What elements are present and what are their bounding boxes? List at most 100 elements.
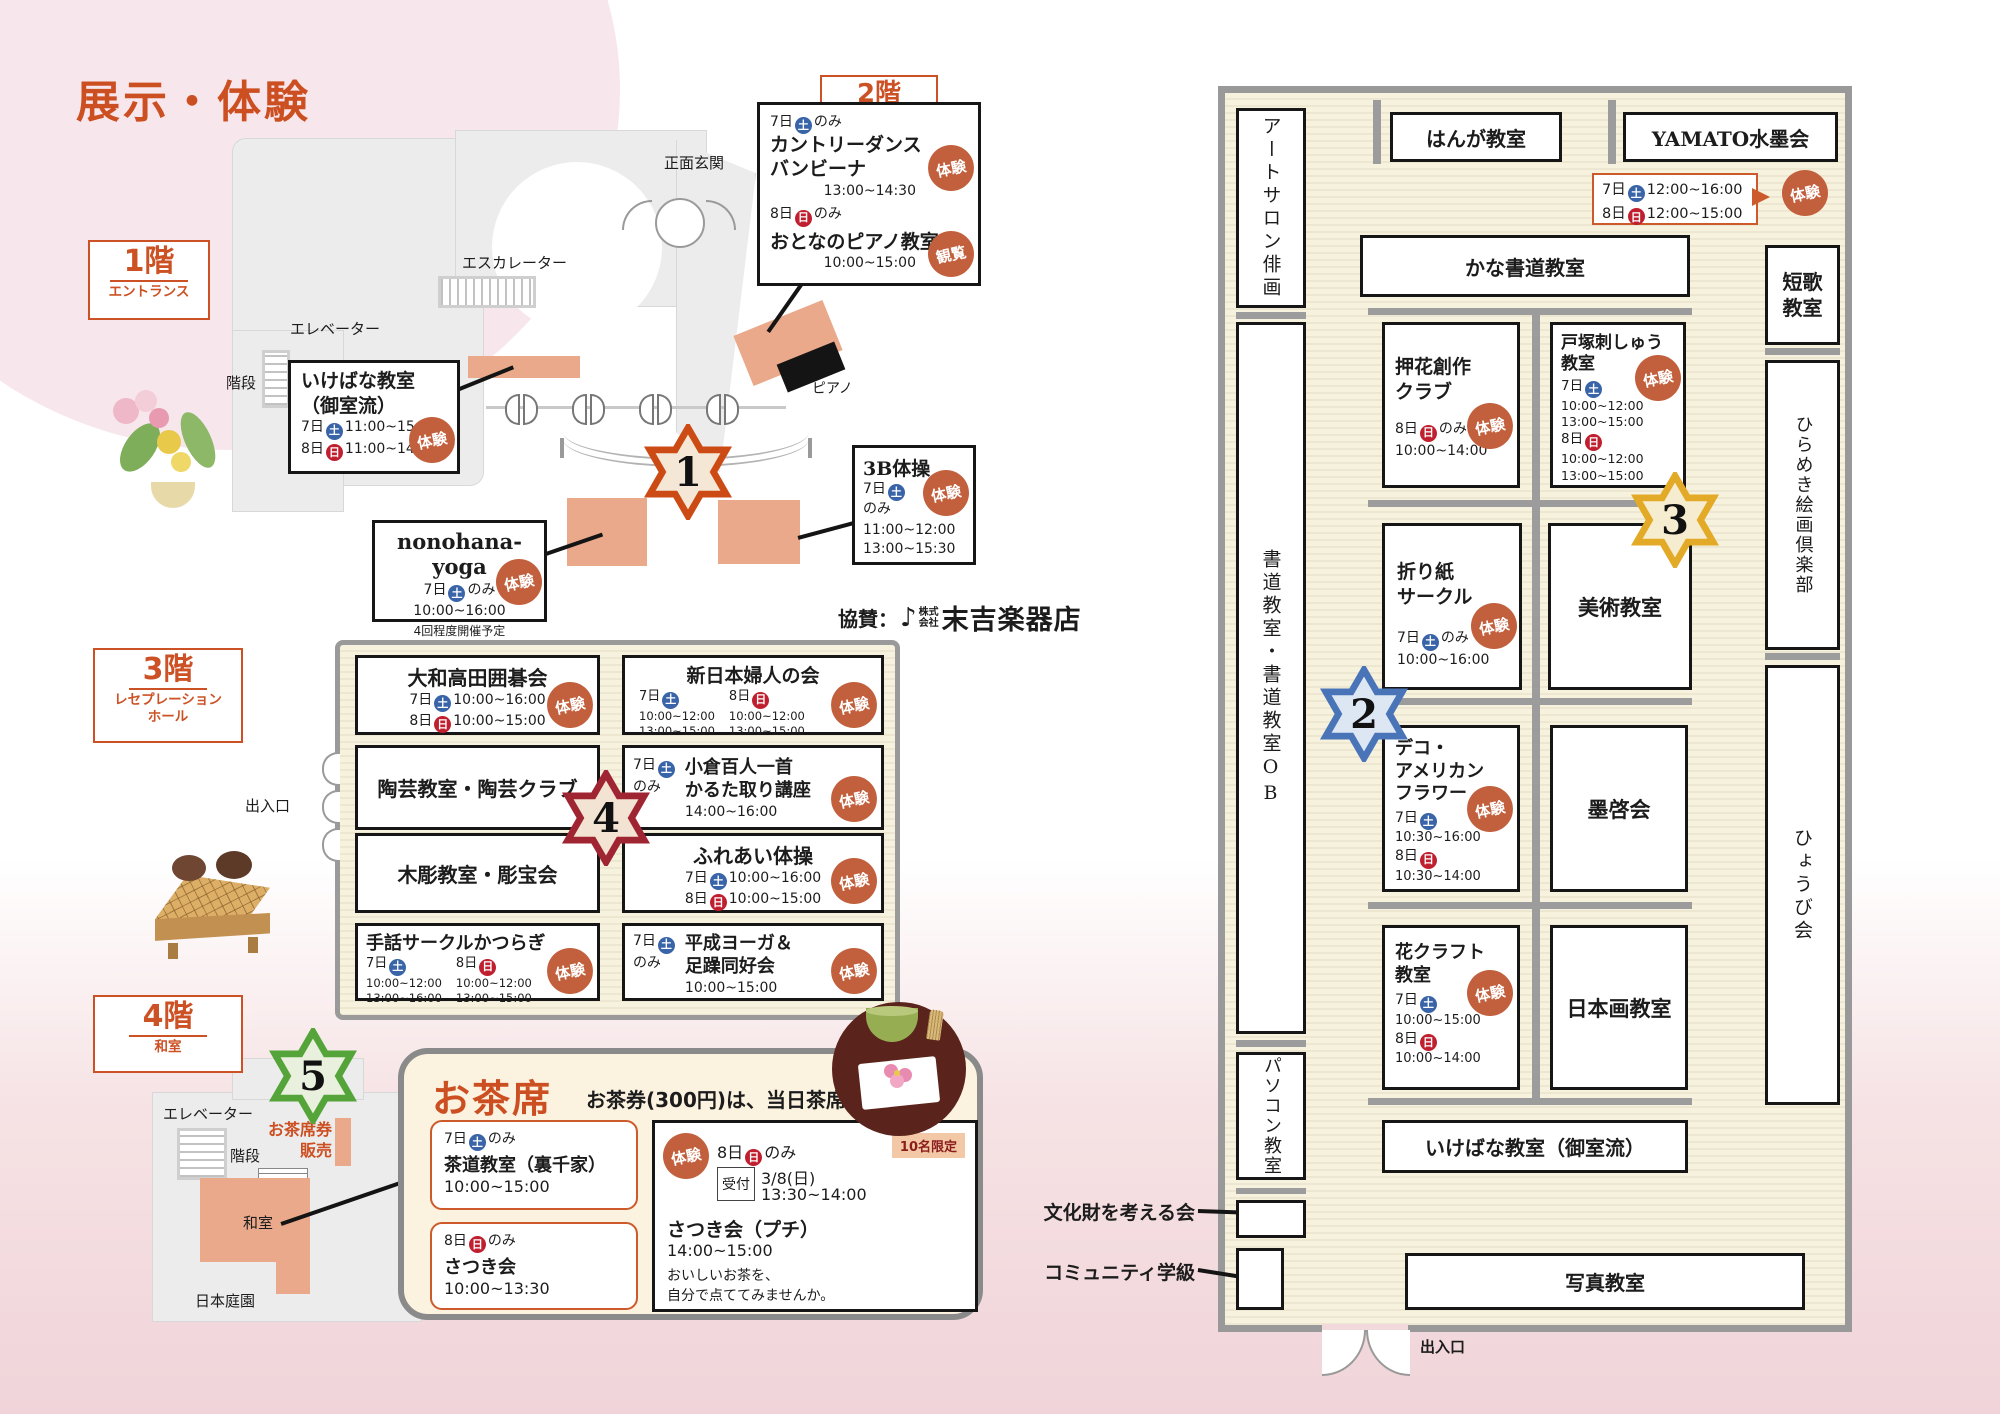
ikebana-location — [468, 356, 580, 378]
pointer-line — [797, 521, 854, 540]
saturday-chip: 土 — [325, 422, 343, 440]
stairs-label: 階段 — [226, 374, 257, 392]
tanka-room: 短歌教室 — [1765, 245, 1840, 345]
stairs-icon — [262, 350, 290, 408]
floor-1-name: エントランス — [108, 284, 190, 300]
washitsu-room — [276, 1260, 310, 1294]
page-title: 展示・体験 — [76, 77, 311, 128]
saturday-chip: 土 — [794, 117, 812, 135]
washitsu-label: 和室 — [243, 1214, 274, 1232]
floor-4-number: 4階 — [128, 997, 208, 1037]
art-salon-haiga-room: アートサロン俳画 — [1236, 108, 1306, 308]
limit-tag: 10名限定 — [891, 1133, 965, 1158]
uketsuke-tag: 受付 — [717, 1167, 755, 1201]
turnstile-icon — [572, 394, 605, 429]
yoga-event-box: nonohana-yoga 7日土のみ 10:00~16:00 4回程度開催予定… — [372, 520, 547, 638]
tea-ticket-booth — [335, 1118, 351, 1166]
turnstile-icon — [505, 394, 538, 429]
sponsor-line: 協賛： ♪ 株式会社 末吉楽器店 — [838, 602, 1082, 637]
hall-exit-label: 出入口 — [1420, 1338, 1466, 1356]
floor-1-tag: 1階 エントランス — [88, 240, 210, 320]
star-marker-5: 5 — [265, 1025, 361, 1127]
floor3-door-scallop — [322, 752, 340, 786]
arena-post — [560, 438, 564, 458]
hall-door-gap — [1322, 1324, 1408, 1333]
hirameki-room: ひらめき絵画倶楽部 — [1765, 360, 1840, 650]
tea-panel-title: お茶席 — [432, 1076, 553, 1121]
kana-shodo-room: かな書道教室 — [1360, 235, 1690, 297]
tea-ticket-label: お茶席券販売 — [267, 1120, 332, 1160]
event-area — [718, 500, 800, 564]
floor4-stairs-icon — [177, 1128, 227, 1180]
country-dance-event-box: 7日土のみ カントリーダンスバンビーナ 13:00~14:30 8日日のみ おと… — [757, 102, 981, 286]
community-room — [1236, 1248, 1284, 1310]
karuta-box: 7日土のみ 小倉百人一首かるた取り講座 14:00~16:00 体験 — [622, 745, 884, 830]
tougei-box: 陶芸教室・陶芸クラブ — [355, 745, 600, 830]
flower-illustration — [105, 390, 235, 520]
star-marker-3: 3 — [1627, 469, 1723, 571]
pasokon-room: パソコン教室 — [1236, 1052, 1306, 1180]
escalator-label: エスカレーター — [462, 254, 568, 272]
go-board-illustration — [150, 851, 280, 965]
shodo-room: 書道教室・書道教室OB — [1236, 322, 1306, 1034]
event-area — [567, 498, 647, 566]
arena-post — [808, 438, 812, 458]
floor3-door-scallop — [322, 790, 340, 824]
escalator-icon — [438, 276, 536, 308]
entrance-door-icon — [655, 198, 705, 248]
hyobi-room: ひょうび会 — [1765, 665, 1840, 1105]
sunday-chip: 日 — [794, 209, 812, 227]
3b-taiso-event-box: 3B体操 7日土のみ 11:00~12:00 13:00~15:30 体験 — [852, 445, 976, 565]
bunkazai-room — [1236, 1200, 1306, 1238]
turnstile-icon — [706, 394, 739, 429]
bunkazai-label: 文化財を考える会 — [1043, 1202, 1195, 1224]
yamato-suiboku-room: YAMATO水墨会 — [1623, 112, 1838, 162]
elevator-label: エレベーター — [290, 320, 381, 338]
saturday-chip: 土 — [887, 484, 905, 502]
main-entrance-label: 正面玄関 — [664, 154, 725, 172]
bokkei-room: 墨啓会 — [1550, 725, 1688, 892]
floor-3-tag: 3階 レセプレーションホール — [93, 648, 243, 743]
saturday-chip: 土 — [448, 585, 466, 603]
floor-4-name: 和室 — [154, 1039, 182, 1055]
floor3-exit-label: 出入口 — [245, 797, 291, 815]
garden-label: 日本庭園 — [195, 1292, 256, 1310]
floor-3-name: レセプレーション — [114, 692, 222, 708]
origami-room: 折り紙サークル 7日土のみ 10:00~16:00 体験 — [1382, 523, 1522, 690]
star-marker-4: 4 — [558, 767, 654, 869]
sunday-chip: 日 — [325, 443, 343, 461]
community-label: コミュニティ学級 — [1044, 1262, 1195, 1284]
shashin-room: 写真教室 — [1405, 1253, 1805, 1310]
tea-ceremony-illustration — [832, 1002, 966, 1136]
floor4-stairs-label: 階段 — [230, 1147, 261, 1165]
satsuki-petit-box: 体験 8日日のみ 10名限定 受付 3/8(日) 13:30~14:00 さつき… — [652, 1120, 978, 1312]
star-marker-2: 2 — [1316, 663, 1412, 765]
piano-label: ピアノ — [812, 381, 853, 397]
star-marker-1: 1 — [640, 421, 736, 523]
mokucho-box: 木彫教室・彫宝会 — [355, 833, 600, 913]
taiken-badge: 体験 — [658, 1128, 714, 1184]
oshibana-room: 押花創作クラブ 8日日のみ 10:00~14:00 体験 — [1382, 322, 1520, 488]
floor-4-tag: 4階 和室 — [93, 995, 243, 1073]
music-note-icon: ♪ — [900, 602, 917, 633]
callout-tail — [1752, 188, 1770, 206]
floor-1-number: 1階 — [109, 242, 189, 282]
floor4-elevator-label: エレベーター — [163, 1105, 254, 1123]
satsuki-kai-box: 8日日のみ さつき会 10:00~13:30 — [430, 1222, 638, 1310]
sado-class-box: 7日土のみ 茶道教室（裏千家） 10:00~15:00 — [430, 1120, 638, 1210]
nihonga-room: 日本画教室 — [1550, 925, 1688, 1090]
heisei-yoga-box: 7日土のみ 平成ヨーガ＆足躁同好会 10:00~15:00 体験 — [622, 923, 884, 1001]
ikebana-2f-room: いけばな教室（御室流） — [1382, 1120, 1688, 1173]
floor-3-number: 3階 — [128, 650, 208, 690]
hanga-room: はんが教室 — [1390, 112, 1562, 162]
